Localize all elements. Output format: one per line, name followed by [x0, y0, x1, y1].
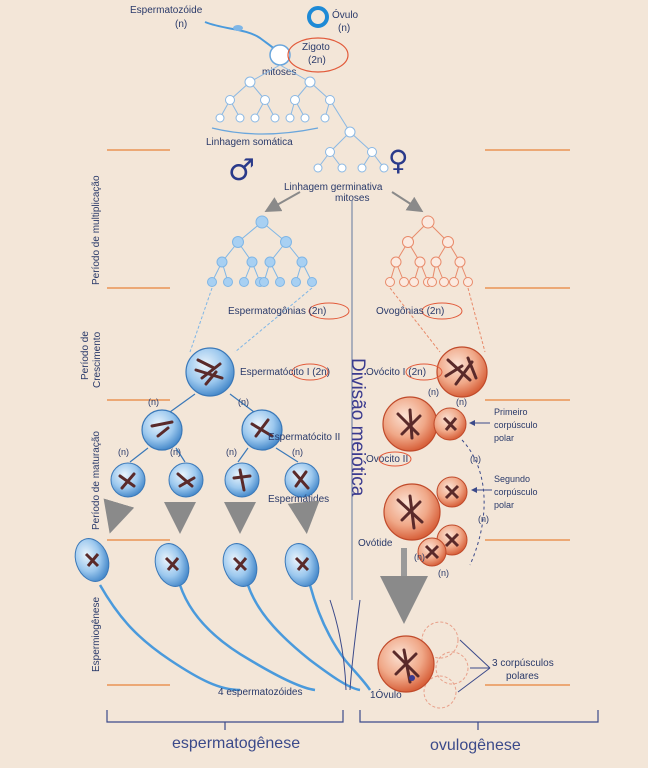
ovum-top [307, 6, 329, 28]
zigoto-label: Zigoto [302, 42, 330, 53]
ovulo-label: Óvulo [332, 8, 359, 21]
espermatocito-I-label: Espermatócito I (2n) [240, 367, 330, 378]
segundo-corpusculo-label-2: corpúsculo [494, 487, 538, 497]
bottom-brackets [106, 710, 599, 730]
primeiro-corpusculo-cell [433, 407, 467, 441]
sperm-head-top [233, 25, 243, 31]
primeiro-corpusculo-label-3: polar [494, 433, 514, 443]
arrow-to-female [391, 191, 424, 213]
espermatocito-II-label: Espermatócito II [268, 432, 340, 443]
espermatogonias-tree [207, 215, 317, 287]
period-multiplicacao-label: Período de multiplicação [91, 175, 102, 285]
ovogonias-label: Ovogônias (2n) [376, 306, 444, 317]
tres-corpusculos-label-2: polares [506, 671, 539, 682]
tres-corpusculos-label-1: 3 corpúsculos [492, 658, 554, 669]
n-mark-6: (n) [292, 447, 303, 457]
n-mark-7: (n) [428, 387, 439, 397]
n-mark-2: (n) [238, 397, 249, 407]
ovotide-cell [383, 483, 441, 541]
n-mark-3: (n) [118, 447, 129, 457]
ovotide-label: Ovótide [358, 538, 393, 549]
linhagem-germinativa-label: Linhagem germinativa [284, 182, 383, 193]
divisao-meiotica-label: Divisão meiótica [347, 358, 368, 497]
germinative-lineage-tree [313, 126, 389, 173]
n-mark-11: (n) [414, 552, 425, 562]
final-ovum-cell [377, 635, 435, 693]
espermatogonias-label: Espermatogônias (2n) [228, 306, 326, 317]
n-mark-12: (n) [438, 568, 449, 578]
zigoto-2n-label: (2n) [308, 55, 326, 66]
spermatozoon-3 [222, 543, 361, 692]
espermatocito-I-cell [185, 347, 235, 397]
ovocito-I-cell [436, 346, 488, 398]
ovulo-n-label: (n) [338, 23, 350, 34]
spermiogenesis-arrows [103, 498, 320, 534]
segundo-corpusculo-cells [417, 476, 468, 567]
n-mark-8: (n) [456, 397, 467, 407]
espermatogenese-label: espermatogênese [172, 735, 300, 752]
convergence-lines [329, 599, 361, 691]
ovogonias-tree [385, 215, 473, 287]
female-symbol-icon: ♀ [388, 144, 409, 177]
somatic-lineage-tree [215, 64, 351, 133]
ovocito-I-label: Ovócito I (2n) [366, 367, 426, 378]
primeiro-corpusculo-label-1: Primeiro [494, 407, 528, 417]
espermatide-1 [110, 462, 146, 498]
ovulogenese-label: ovulogênese [430, 737, 521, 754]
period-maturacao-label: Período de maturação [91, 431, 102, 530]
espermatide-2 [168, 462, 204, 498]
n-mark-4: (n) [170, 447, 181, 457]
espermatide-4 [284, 462, 320, 498]
arrow-to-male [264, 191, 301, 212]
n-mark-5: (n) [226, 447, 237, 457]
linhagem-somatica-label: Linhagem somática [206, 137, 293, 148]
espermatide-3 [224, 462, 260, 498]
spermatozoon-2 [154, 543, 316, 692]
n-mark-10: (n) [478, 514, 489, 524]
segundo-corpusculo-label-3: polar [494, 500, 514, 510]
zygote-cell [269, 44, 291, 66]
quatro-espermatozoides-label: 4 espermatozóides [218, 687, 303, 698]
male-symbol-icon: ♂ [228, 153, 255, 188]
espermatides-label: Espermátides [268, 494, 329, 505]
polar-bodies [421, 621, 469, 709]
spermatozoon-4 [284, 543, 372, 691]
ovocito-II-cell [382, 396, 438, 452]
spermatozoon-1 [74, 538, 241, 692]
fertilization-group [204, 6, 349, 73]
espermatozoide-label: Espermatozóide [130, 5, 203, 16]
segundo-corpusculo-label-1: Segundo [494, 474, 530, 484]
espermatocito-II-cell-right [241, 409, 283, 451]
n-mark-9: (n) [470, 454, 481, 464]
somatic-bracket [211, 127, 319, 135]
primeiro-corpusculo-label-2: corpúsculo [494, 420, 538, 430]
espermatocito-II-cell-left [141, 409, 183, 451]
period-lines [107, 149, 570, 686]
period-crescimento-label-2: Crescimento [92, 331, 103, 388]
espermatozoide-n-label: (n) [175, 19, 187, 30]
mitoses-top-label: mitoses [262, 67, 296, 78]
ovocito-II-label: Ovócito II [366, 454, 408, 465]
um-ovulo-label: 1Óvulo [370, 688, 402, 701]
mitoses-mid-label: mitoses [335, 193, 369, 204]
period-crescimento-label-1: Período de [80, 331, 91, 380]
period-espermiogenese-label: Espermiogênese [91, 597, 102, 672]
n-mark-1: (n) [148, 397, 159, 407]
